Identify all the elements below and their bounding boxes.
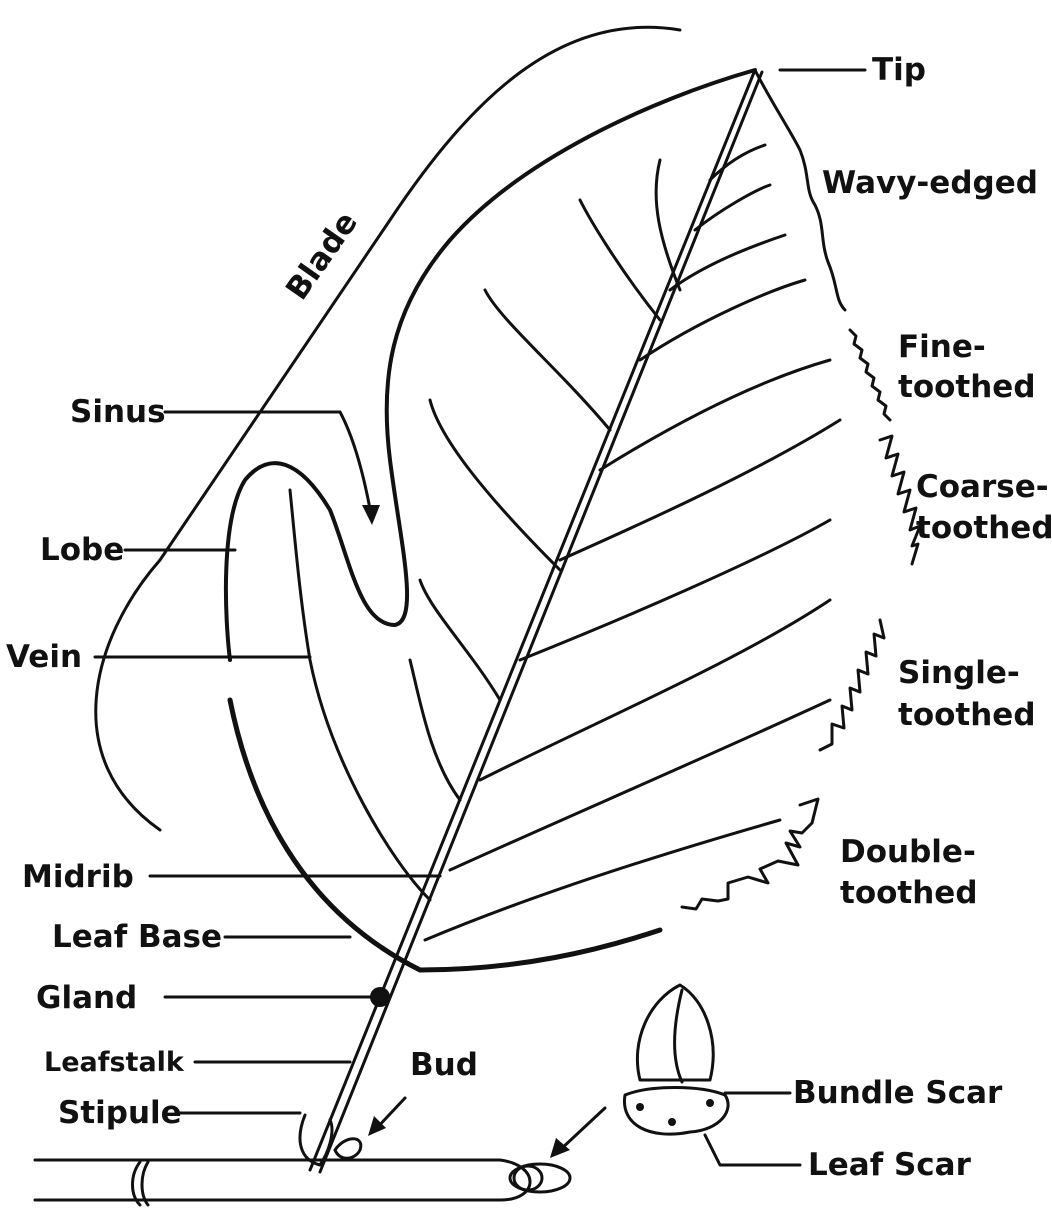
label-double-toothed-2: toothed xyxy=(840,875,978,911)
bundle-scar-dot-2 xyxy=(668,1118,676,1126)
fine-toothed-edge xyxy=(850,330,890,420)
coarse-toothed-edge xyxy=(880,436,920,564)
label-wavy-edged: Wavy-edged xyxy=(822,165,1038,201)
twig xyxy=(35,1160,530,1200)
label-bundle-scar: Bundle Scar xyxy=(793,1075,1003,1111)
scar-arrowhead xyxy=(550,1138,570,1158)
single-toothed-edge xyxy=(820,620,884,750)
label-fine-toothed-2: toothed xyxy=(898,369,1036,405)
label-bud: Bud xyxy=(410,1047,478,1083)
label-leafstalk: Leafstalk xyxy=(44,1047,185,1078)
scar-arrow-line xyxy=(560,1108,605,1150)
label-leaf-scar: Leaf Scar xyxy=(808,1147,972,1183)
sinus-arrow xyxy=(340,412,372,520)
sinus-arrowhead xyxy=(362,505,380,525)
label-blade: Blade xyxy=(279,205,365,306)
enlarged-bud-scale xyxy=(675,990,683,1082)
double-toothed-edge xyxy=(682,799,818,909)
label-single-toothed-1: Single- xyxy=(898,655,1020,691)
leader-lines xyxy=(95,70,865,1165)
leaf-outline xyxy=(226,70,755,660)
label-midrib: Midrib xyxy=(22,859,134,895)
label-lobe: Lobe xyxy=(40,532,124,568)
label-coarse-toothed-1: Coarse- xyxy=(916,469,1049,505)
bundle-scar-dot-3 xyxy=(706,1099,714,1107)
label-single-toothed-2: toothed xyxy=(898,697,1036,733)
axillary-bud-shape xyxy=(335,1139,361,1159)
label-tip: Tip xyxy=(872,52,926,88)
label-sinus: Sinus xyxy=(70,394,166,430)
label-stipule: Stipule xyxy=(58,1095,182,1131)
label-fine-toothed-1: Fine- xyxy=(898,329,986,365)
bundle-scar-dot-1 xyxy=(636,1103,644,1111)
label-vein: Vein xyxy=(6,639,82,675)
label-leaf-base: Leaf Base xyxy=(52,919,222,955)
label-double-toothed-1: Double- xyxy=(840,834,976,870)
label-gland: Gland xyxy=(36,980,137,1016)
gland-dot xyxy=(370,987,390,1007)
label-coarse-toothed-2: toothed xyxy=(916,510,1052,546)
